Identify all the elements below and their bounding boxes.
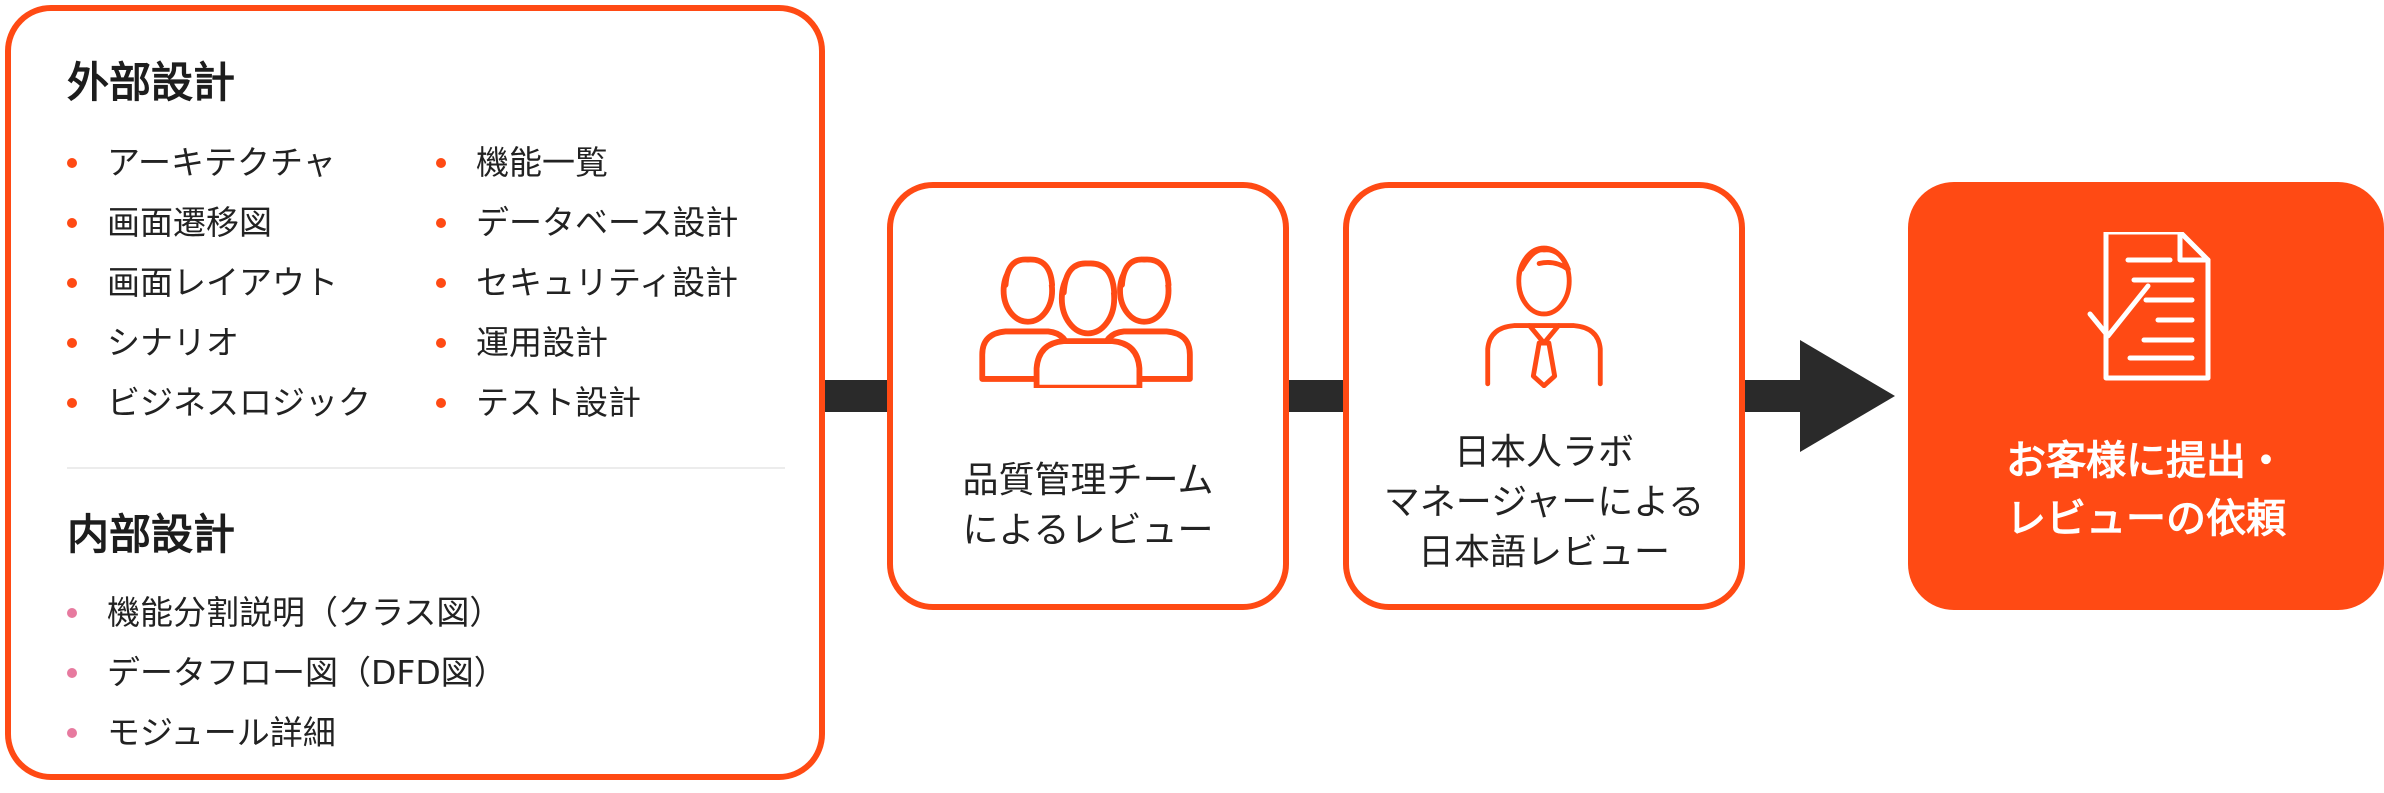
bullet-icon xyxy=(67,668,77,678)
bullet-icon xyxy=(436,158,446,168)
internal-design-title: 内部設計 xyxy=(67,510,236,559)
customer-submission-box: お客様に提出・ レビューの依頼 xyxy=(1908,182,2384,610)
flow-connector xyxy=(1289,380,1343,412)
bullet-icon xyxy=(67,158,77,168)
list-item: 画面レイアウト xyxy=(67,253,371,313)
list-item: セキュリティ設計 xyxy=(436,253,738,313)
bullet-icon xyxy=(67,608,77,618)
list-item: モジュール詳細 xyxy=(67,703,507,763)
qa-team-review-label: 品質管理チーム によるレビュー xyxy=(962,460,1214,551)
lab-manager-review-label: 日本人ラボ マネージャーによる 日本語レビュー xyxy=(1383,432,1705,573)
bullet-icon xyxy=(67,398,77,408)
list-item: 機能分割説明（クラス図） xyxy=(67,583,507,643)
bullet-icon xyxy=(67,218,77,228)
team-icon xyxy=(979,256,1193,388)
flow-connector xyxy=(825,380,887,412)
bullet-icon xyxy=(436,338,446,348)
design-documents-box: 外部設計 アーキテクチャ 画面遷移図 画面レイアウト シナリオ ビジネスロジック… xyxy=(5,5,825,780)
list-item: 画面遷移図 xyxy=(67,193,371,253)
list-item: 機能一覧 xyxy=(436,133,738,193)
arrow-head-icon xyxy=(1800,340,1895,452)
list-item: 運用設計 xyxy=(436,313,738,373)
list-item: データベース設計 xyxy=(436,193,738,253)
bullet-icon xyxy=(67,338,77,348)
list-item: ビジネスロジック xyxy=(67,373,371,433)
section-divider xyxy=(67,467,785,469)
external-design-list-left: アーキテクチャ 画面遷移図 画面レイアウト シナリオ ビジネスロジック xyxy=(67,133,371,433)
list-item: テスト設計 xyxy=(436,373,738,433)
bullet-icon xyxy=(436,398,446,408)
internal-design-list: 機能分割説明（クラス図） データフロー図（DFD図） モジュール詳細 xyxy=(67,583,507,763)
bullet-icon xyxy=(436,278,446,288)
lab-manager-review-box: 日本人ラボ マネージャーによる 日本語レビュー xyxy=(1343,182,1745,610)
external-design-title: 外部設計 xyxy=(67,58,236,107)
list-item: シナリオ xyxy=(67,313,371,373)
qa-team-review-box: 品質管理チーム によるレビュー xyxy=(887,182,1289,610)
checklist-document-icon xyxy=(2087,232,2211,381)
bullet-icon xyxy=(67,728,77,738)
bullet-icon xyxy=(436,218,446,228)
customer-submission-label: お客様に提出・ レビューの依頼 xyxy=(2006,438,2286,542)
bullet-icon xyxy=(67,278,77,288)
flow-connector xyxy=(1745,380,1805,412)
list-item: データフロー図（DFD図） xyxy=(67,643,507,703)
external-design-list-right: 機能一覧 データベース設計 セキュリティ設計 運用設計 テスト設計 xyxy=(436,133,738,433)
manager-icon xyxy=(1485,245,1603,388)
list-item: アーキテクチャ xyxy=(67,133,371,193)
